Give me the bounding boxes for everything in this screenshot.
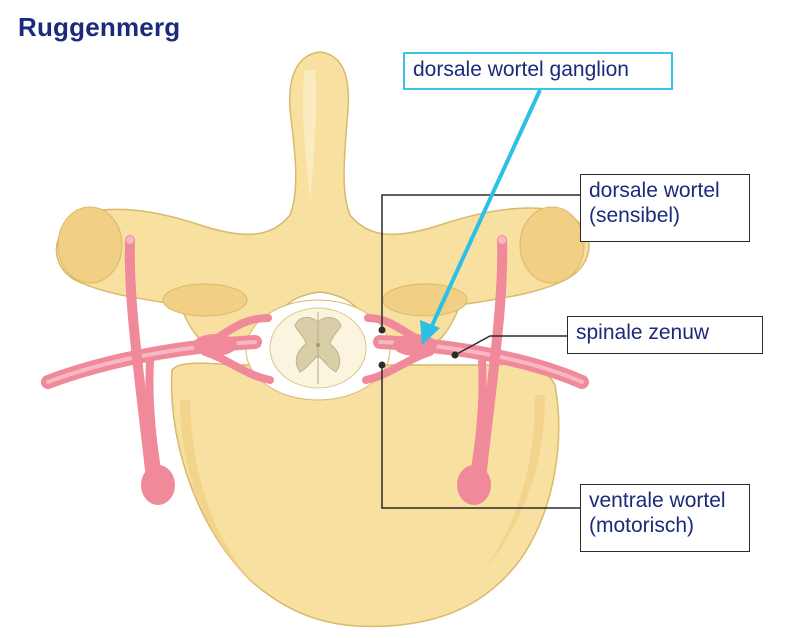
label-spinal-nerve: spinale zenuw — [567, 316, 763, 354]
page-title: Ruggenmerg — [18, 12, 181, 42]
vertebral-body-shade-right — [480, 395, 545, 575]
dorsal-root-ganglion-right — [393, 334, 437, 356]
label-dorsal-root-ganglion: dorsale wortel ganglion — [403, 52, 673, 90]
ganglion-arrow — [428, 89, 542, 331]
sympathetic-trunk-left — [124, 235, 155, 475]
dorsal-root-ganglion-left — [193, 334, 237, 356]
leader-dorsal-root — [381, 194, 580, 330]
sympathetic-ganglion-left — [141, 465, 175, 505]
sympathetic-trunk-right — [477, 235, 508, 475]
leader-ventral-root — [381, 365, 580, 509]
transverse-process-left — [57, 206, 123, 284]
vertebral-body — [170, 362, 560, 628]
facet-right — [382, 283, 468, 317]
facet-left — [162, 283, 248, 317]
vertebral-body-shade — [180, 400, 255, 585]
sympathetic-ganglion-right — [457, 465, 491, 505]
transverse-process-right — [519, 206, 585, 284]
spinous-process-shade — [302, 70, 317, 200]
leader-spinal-nerve — [454, 335, 567, 356]
label-dorsal-root: dorsale wortel (sensibel) — [580, 174, 750, 242]
label-ventral-root: ventrale wortel (motorisch) — [580, 484, 750, 552]
ganglion-arrowhead — [420, 320, 440, 345]
